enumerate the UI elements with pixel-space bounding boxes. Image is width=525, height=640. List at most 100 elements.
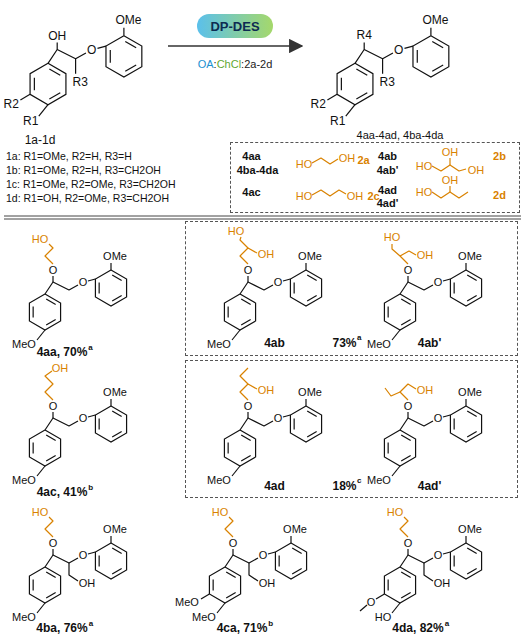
atom-label: HO [296,159,313,170]
double-bond [112,296,121,301]
separator-line [4,216,521,217]
bond-line [449,186,450,192]
double-bond [49,69,60,75]
double-bond [125,65,136,71]
atom-label: R1 [330,115,345,127]
molecule-structure [29,244,126,340]
molecule-structure [201,517,307,613]
solvent-name: DP-DES [210,20,259,33]
atom-label: OH [79,578,96,589]
bond-line [110,263,111,270]
yield-label: 4ca, 71% [217,622,268,634]
atom-label: 4aa-4ad, 4ba-4da [357,130,444,141]
benzene-ring [224,294,255,330]
bond-line [217,603,225,613]
compound-label: 4ac [242,186,260,197]
double-bond [292,548,301,553]
double-bond [467,411,476,416]
solvent-component: OA [198,58,214,70]
bond-line [20,94,30,100]
double-bond [228,307,229,318]
bond-line [249,563,258,581]
bond-line [97,46,106,48]
dashed-group-box: 4ab73%a4ab' [185,221,518,356]
atom-label: HO [416,187,433,198]
double-bond [279,556,280,567]
bond-line [75,59,76,74]
bond-line [364,43,365,50]
atom-label: HO [228,226,245,237]
atom-label: MeO [367,339,391,350]
bond-line [360,605,367,611]
compound-label: 4ab [378,150,397,161]
atom-label: HO [375,612,392,623]
bond-line [392,603,400,613]
atom-label: O [404,401,413,412]
benzene-ring [95,270,126,306]
double-bond [388,580,389,591]
atom-label: O [404,265,413,276]
double-bond [467,569,476,574]
atom-label: OMe [298,387,322,398]
bond-line [88,552,95,554]
bond-line [376,594,384,599]
atom-label: O [434,550,443,561]
atom-label: O [79,550,88,561]
double-bond [307,296,316,301]
benzene-ring [450,270,481,306]
benzene-ring [384,294,415,330]
substituent-key: 1a: R1=OMe, R2=H, R3=H [6,151,132,162]
double-bond [110,50,111,63]
double-bond [467,548,476,553]
atom-label: OMe [458,524,482,535]
double-bond [46,456,55,461]
atom-label: MeO [367,475,391,486]
bond-line [45,418,78,430]
double-bond [401,593,410,598]
compound-label: 4ab' [377,164,399,175]
bond-line [432,165,466,171]
benzene-ring [29,294,60,330]
bond-line [45,244,53,264]
double-bond [388,307,389,318]
double-bond [46,299,55,304]
atom-label: HO [32,234,49,245]
bond-line [283,279,290,281]
bond-line [392,244,408,264]
atom-label: O [404,538,413,549]
atom-label: O [259,550,268,561]
bond-line [407,276,408,282]
atom-label: R3 [73,76,88,88]
double-bond [401,299,410,304]
atom-label: O [274,413,283,424]
bond-line [400,555,433,567]
atom-label: O [394,44,403,56]
bond-line [240,418,273,430]
double-bond [294,419,295,430]
atom-label: O [244,265,253,276]
double-bond [241,435,250,440]
bond-line [88,279,95,281]
bond-line [400,517,408,537]
benzene-ring [209,567,240,603]
diol-structures [312,158,468,198]
footnote-mark: a [445,620,449,628]
double-bond [401,456,410,461]
bond-line [392,330,400,340]
substituent-key: 1d: R1=OH, R2=OMe, R3=CH2OH [6,193,169,204]
bond-line [443,415,450,417]
solvent-component: : [214,58,217,70]
atom-label: HO [32,507,49,518]
double-bond [226,572,235,577]
bond-line [240,282,273,294]
double-bond [356,69,367,75]
bond-line [382,59,383,74]
atom-label: MeO [192,612,216,623]
double-bond [112,275,121,280]
atom-label: OMe [422,14,448,26]
benzene-ring [337,63,373,104]
double-bond [467,432,476,437]
double-bond [401,435,410,440]
bond-line [312,190,346,196]
